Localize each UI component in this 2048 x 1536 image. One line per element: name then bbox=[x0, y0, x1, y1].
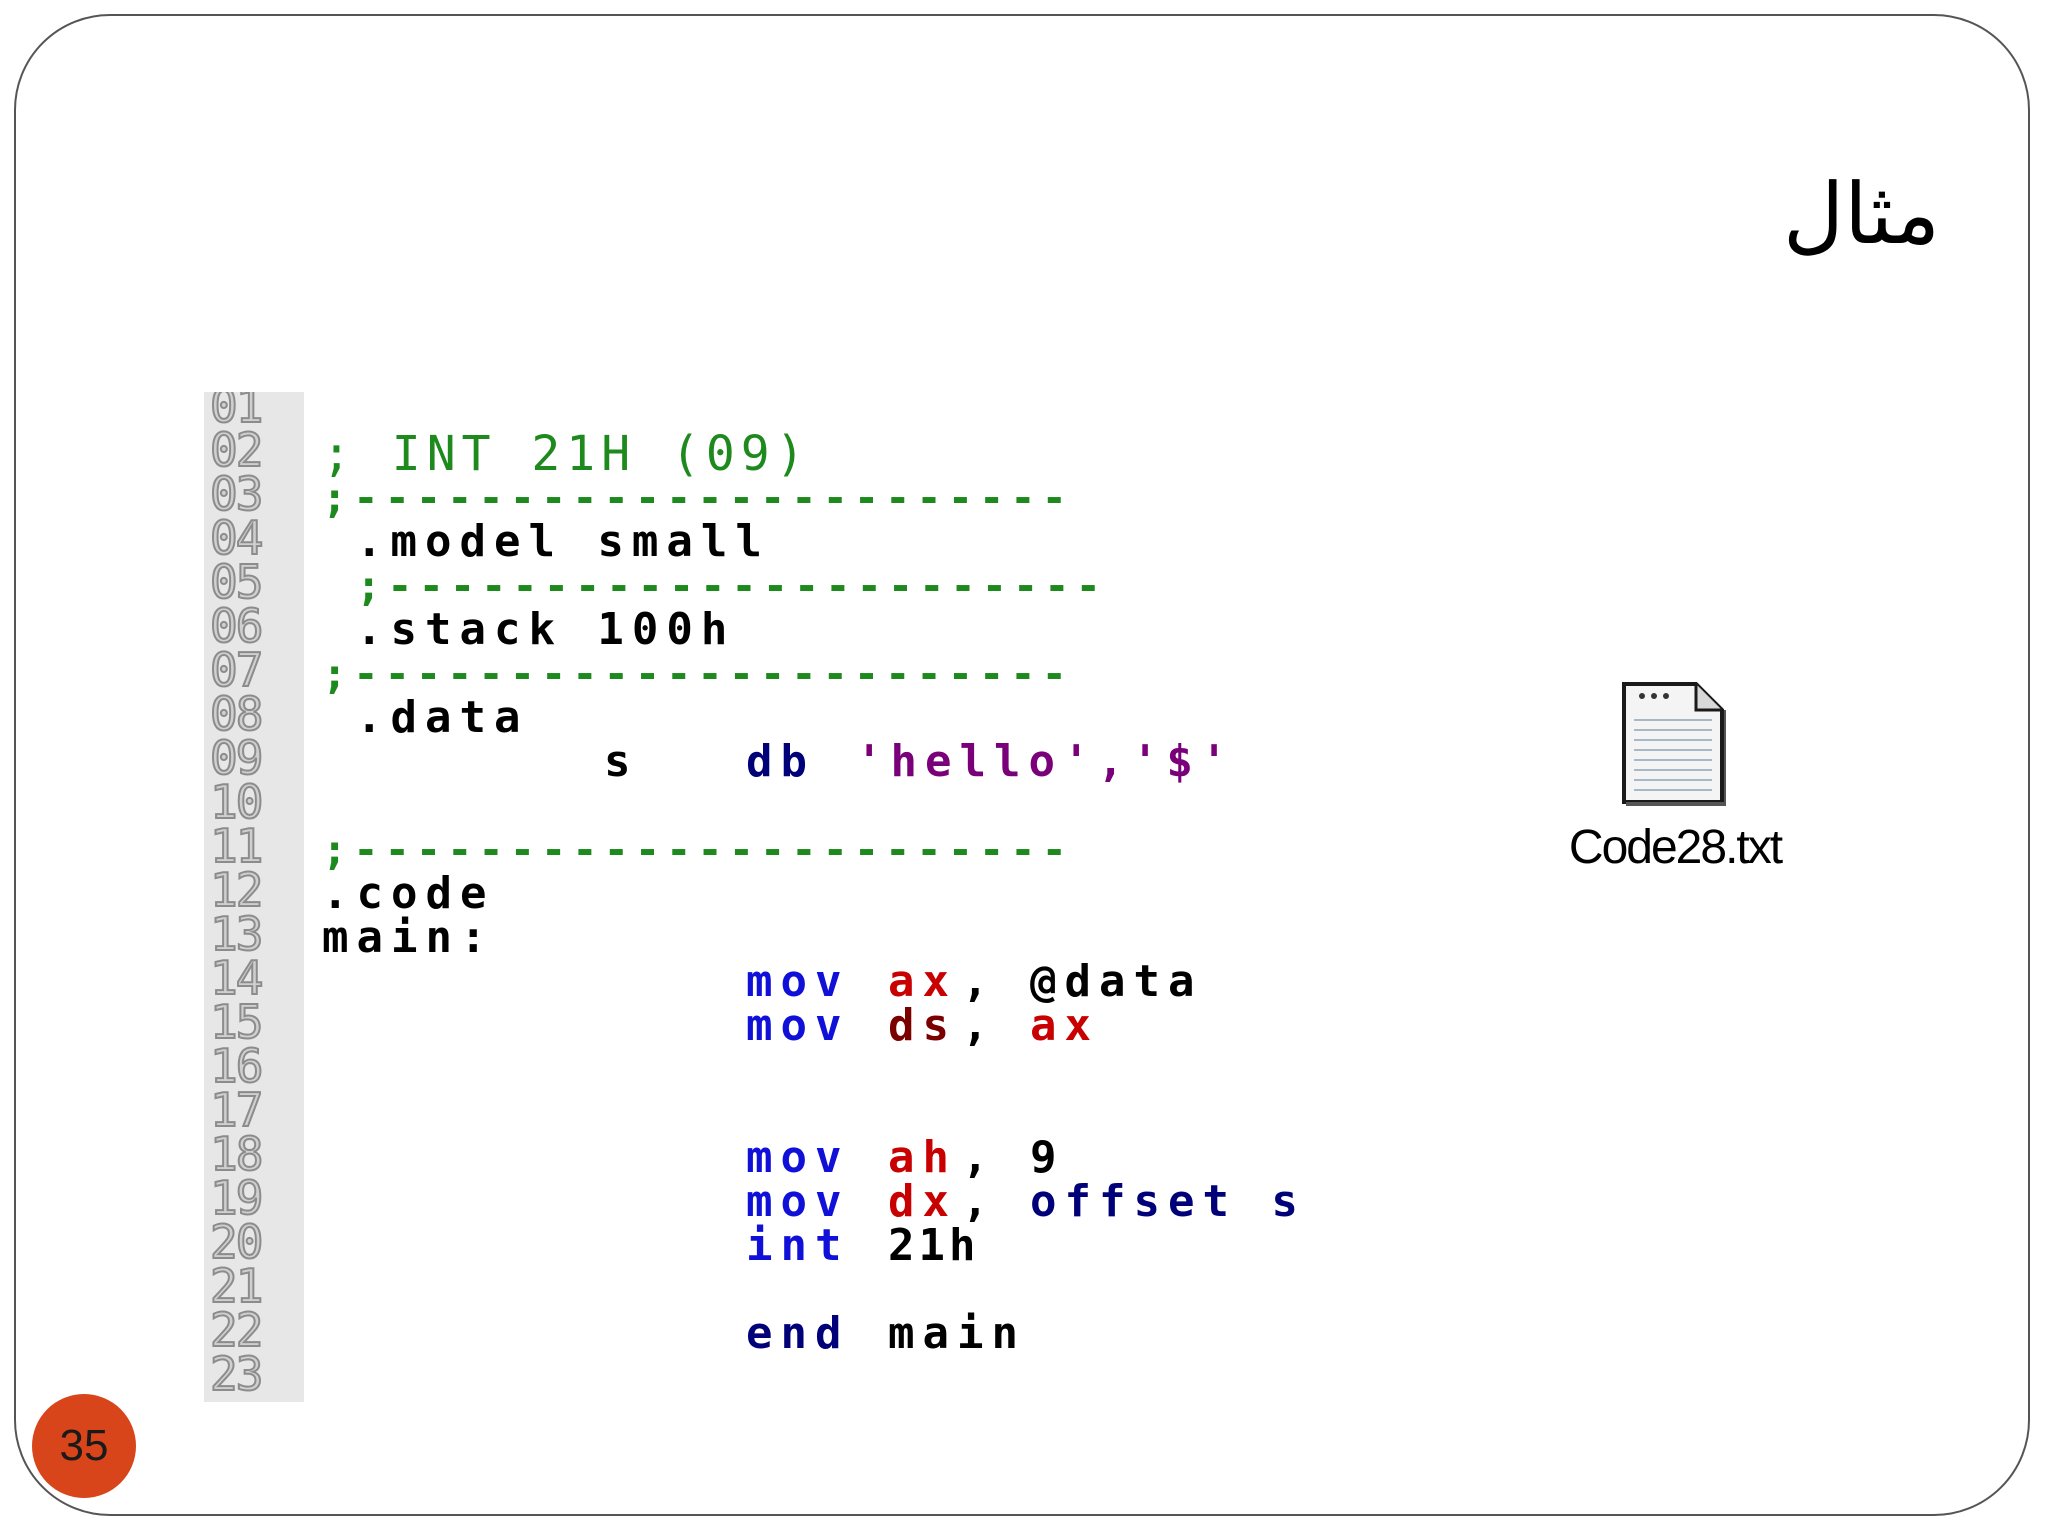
comma: , bbox=[962, 1132, 993, 1183]
model-directive: .model small bbox=[356, 516, 770, 567]
line-number: 17 bbox=[209, 1083, 264, 1137]
comment-line: ; INT 21H (09) bbox=[322, 426, 811, 482]
line-number: 21 bbox=[209, 1259, 264, 1313]
line-number: 04 bbox=[209, 511, 264, 565]
line-number: 16 bbox=[209, 1039, 264, 1093]
line-number: 13 bbox=[209, 907, 264, 961]
line-number: 19 bbox=[209, 1171, 264, 1225]
line-number: 03 bbox=[209, 467, 264, 521]
register-ax: ax bbox=[888, 956, 957, 1007]
line-number: 15 bbox=[209, 995, 264, 1049]
mov-instruction: mov bbox=[746, 1000, 850, 1051]
line-number: 09 bbox=[209, 731, 264, 785]
register-ax: ax bbox=[1030, 1000, 1099, 1051]
register-ah: ah bbox=[888, 1132, 957, 1183]
interrupt-number: 21h bbox=[888, 1220, 980, 1271]
variable-name: s bbox=[604, 736, 639, 787]
line-number-gutter: 01 02 03 04 05 06 07 08 09 10 11 12 13 1… bbox=[204, 392, 304, 1402]
line-number: 23 bbox=[209, 1347, 264, 1401]
end-label: main bbox=[888, 1308, 1026, 1359]
separator-line: ;----------------------- bbox=[322, 825, 1073, 874]
file-name-label[interactable]: Code28.txt bbox=[1568, 821, 1783, 874]
line-number: 05 bbox=[209, 555, 264, 609]
code-directive: .code bbox=[322, 868, 495, 919]
offset-operand: offset s bbox=[1030, 1176, 1306, 1227]
comma: , bbox=[962, 1176, 993, 1227]
line-number: 06 bbox=[209, 599, 264, 653]
line-number: 18 bbox=[209, 1127, 264, 1181]
register-ds: ds bbox=[888, 1000, 957, 1051]
data-directive: .data bbox=[356, 692, 529, 743]
page-number-badge: 35 bbox=[32, 1394, 136, 1498]
int-instruction: int bbox=[746, 1220, 850, 1271]
mov-instruction: mov bbox=[746, 1132, 850, 1183]
line-number: 08 bbox=[209, 687, 264, 741]
line-number: 14 bbox=[209, 951, 264, 1005]
slide-frame bbox=[14, 14, 2030, 1516]
stack-directive: .stack 100h bbox=[356, 604, 736, 655]
separator-line: ;----------------------- bbox=[322, 473, 1073, 522]
line-number: 11 bbox=[209, 819, 264, 873]
text-file-icon[interactable] bbox=[1620, 680, 1726, 806]
line-number: 12 bbox=[209, 863, 264, 917]
comma: , bbox=[962, 1000, 993, 1051]
register-dx: dx bbox=[888, 1176, 957, 1227]
line-number: 10 bbox=[209, 775, 264, 829]
immediate-value: 9 bbox=[1030, 1132, 1061, 1183]
end-keyword: end bbox=[746, 1308, 850, 1359]
main-label: main: bbox=[322, 912, 495, 963]
separator-line: ;----------------------- bbox=[356, 561, 1107, 610]
line-number: 22 bbox=[209, 1303, 264, 1357]
db-keyword: db bbox=[746, 736, 815, 787]
line-number: 20 bbox=[209, 1215, 264, 1269]
mov-instruction: mov bbox=[746, 1176, 850, 1227]
comma: , bbox=[962, 956, 993, 1007]
mov-instruction: mov bbox=[746, 956, 850, 1007]
operand-data: @data bbox=[1030, 956, 1203, 1007]
line-number: 01 bbox=[209, 392, 264, 433]
string-literal: 'hello','$' bbox=[856, 736, 1236, 787]
line-number: 07 bbox=[209, 643, 264, 697]
slide-title: مثال bbox=[1783, 165, 1940, 263]
line-number: 02 bbox=[209, 423, 264, 477]
separator-line: ;----------------------- bbox=[322, 649, 1073, 698]
